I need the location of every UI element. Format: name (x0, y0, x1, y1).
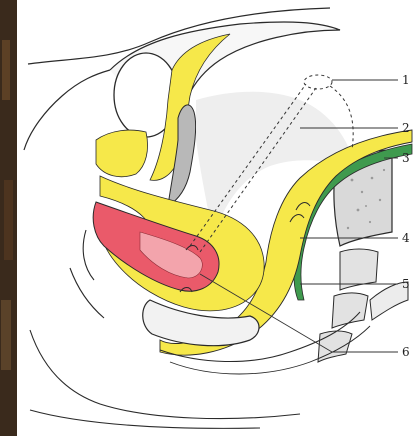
label-3: 3 (402, 151, 410, 165)
label-2: 2 (402, 121, 410, 135)
target-position-outline (304, 75, 332, 89)
label-1: 1 (402, 73, 410, 87)
coccyx-segments (318, 249, 378, 362)
pubic-fat (96, 130, 148, 177)
label-4: 4 (402, 231, 410, 245)
label-5: 5 (402, 277, 410, 291)
label-6: 6 (402, 345, 410, 359)
